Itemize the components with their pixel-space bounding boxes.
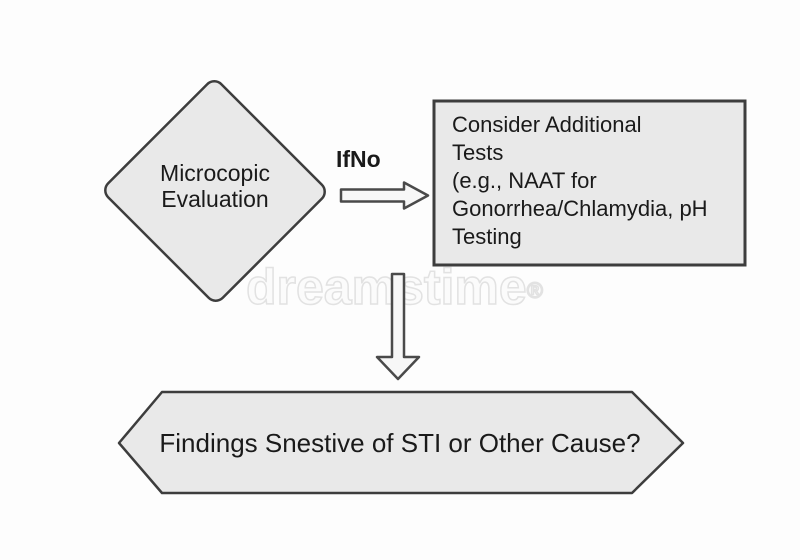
- decision-diamond-shape: [104, 80, 326, 302]
- registered-trademark-icon: ®: [526, 277, 544, 304]
- watermark-text: dreamstime: [245, 258, 527, 316]
- decision-diamond-label: Microcopic Evaluation: [160, 160, 270, 212]
- down-arrow-shape: [375, 272, 421, 381]
- outcome-hexagon-label: Findings Snestive of STI or Other Cause?: [159, 428, 641, 458]
- tests-box-label: Consider Additional Tests (e.g., NAAT fo…: [452, 112, 708, 249]
- outcome-hexagon-shape: [117, 390, 685, 495]
- watermark: dreamstime®: [245, 258, 544, 316]
- tests-box-shape: [432, 99, 747, 267]
- branch-condition-label: IfNo: [336, 146, 381, 172]
- right-arrow-shape: [339, 181, 430, 210]
